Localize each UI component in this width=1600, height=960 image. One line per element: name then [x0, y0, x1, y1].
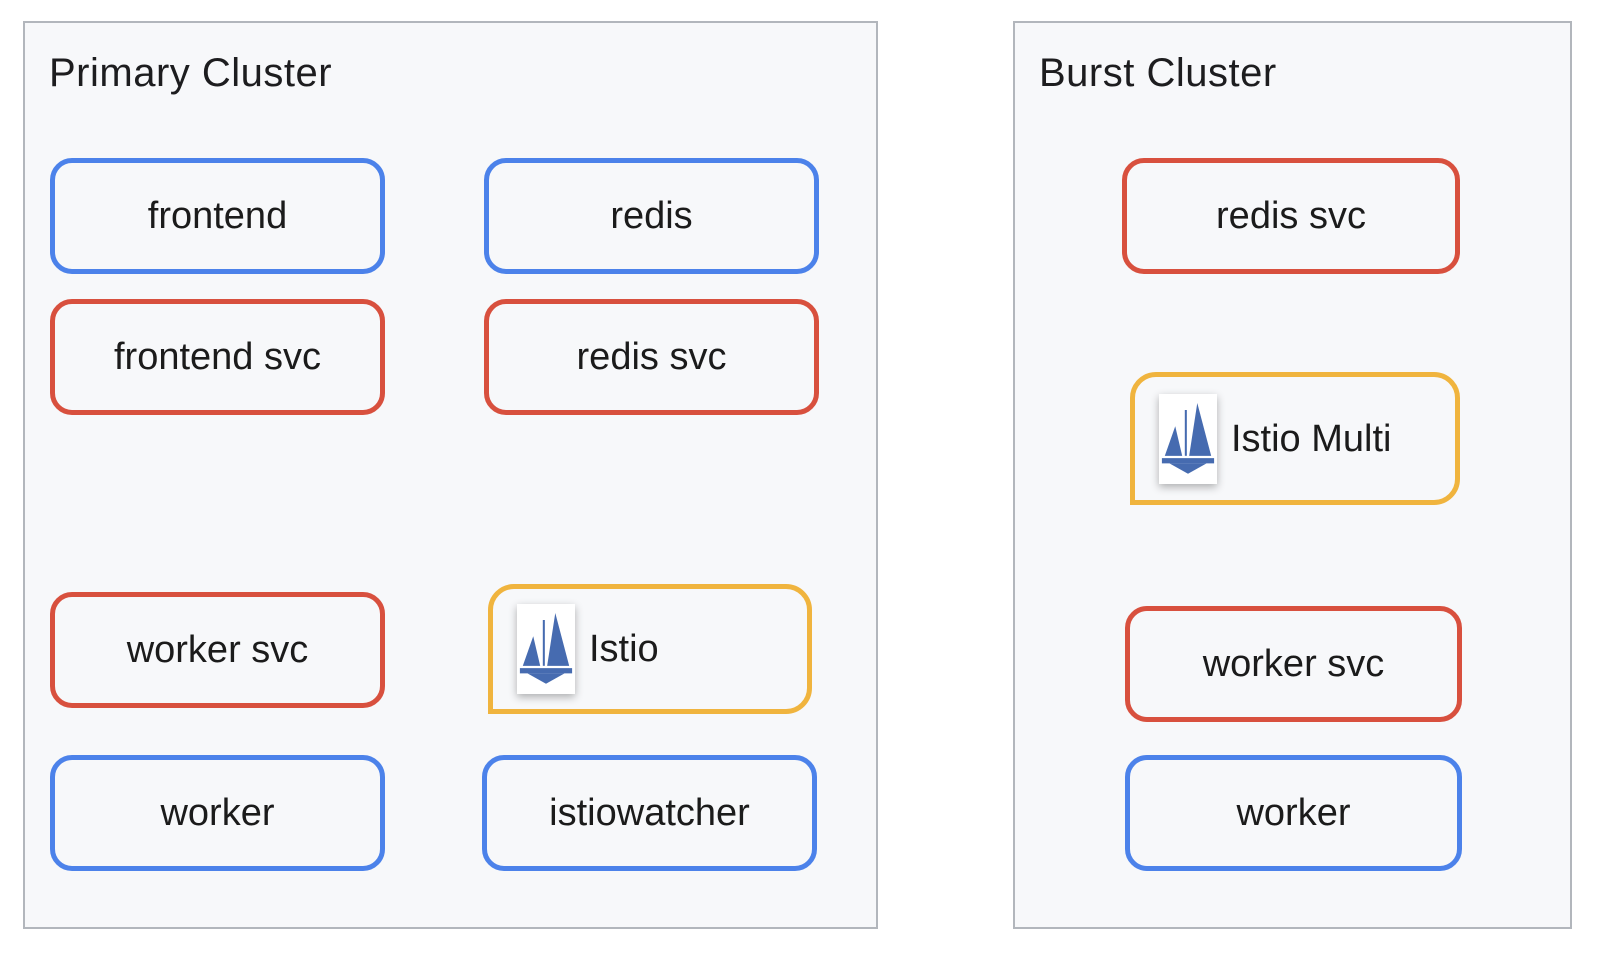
- istio-sailboat-icon: [1159, 400, 1217, 477]
- node-label: istiowatcher: [549, 792, 750, 834]
- primary-cluster: Primary Cluster frontend redis frontend sv…: [23, 21, 878, 929]
- node-frontend: frontend: [50, 158, 385, 274]
- node-label: worker svc: [1202, 643, 1385, 685]
- node-label: redis: [610, 195, 693, 237]
- cluster-title: Burst Cluster: [1039, 51, 1277, 95]
- node-redis-svc: redis svc: [484, 299, 819, 415]
- node-label: worker: [160, 792, 275, 834]
- node-istiowatcher: istiowatcher: [482, 755, 817, 871]
- node-redis-svc: redis svc: [1122, 158, 1460, 274]
- node-worker-svc: worker svc: [1125, 606, 1462, 722]
- node-redis: redis: [484, 158, 819, 274]
- node-label: redis svc: [576, 336, 727, 378]
- node-label: worker svc: [126, 629, 309, 671]
- node-worker-svc: worker svc: [50, 592, 385, 708]
- node-label: frontend svc: [114, 336, 321, 378]
- cluster-title: Primary Cluster: [49, 51, 333, 95]
- istio-logo-card: [517, 604, 575, 694]
- node-worker: worker: [50, 755, 385, 871]
- node-label: Istio: [589, 628, 659, 670]
- node-istio-multi: Istio Multi: [1130, 372, 1460, 505]
- istio-logo-card: [1159, 393, 1217, 484]
- node-label: redis svc: [1216, 195, 1366, 237]
- node-label: worker: [1236, 792, 1351, 834]
- node-worker: worker: [1125, 755, 1462, 871]
- node-label: frontend: [147, 195, 288, 237]
- node-frontend-svc: frontend svc: [50, 299, 385, 415]
- node-label: Istio Multi: [1231, 417, 1392, 460]
- istio-sailboat-icon: [517, 610, 575, 688]
- node-istio: Istio: [488, 584, 812, 714]
